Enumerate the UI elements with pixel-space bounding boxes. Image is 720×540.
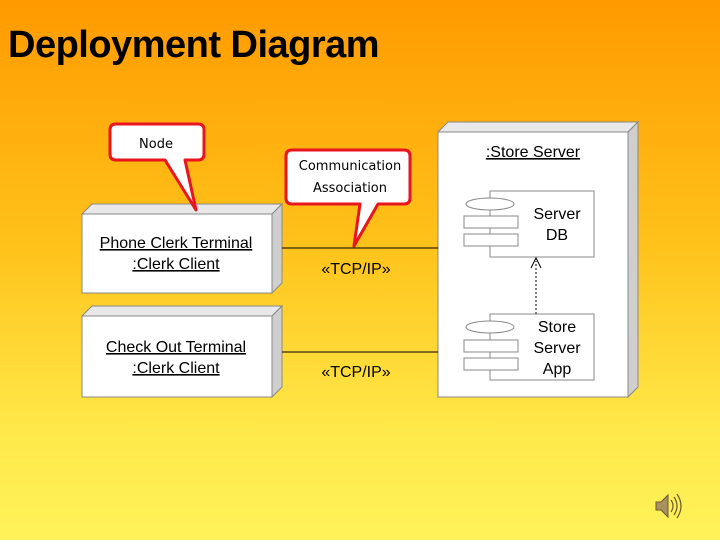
node-phone-clerk-terminal: Phone Clerk Terminal :Clerk Client [80, 202, 284, 295]
checkout-terminal-type: :Clerk Client [132, 360, 220, 377]
server-db-line2: DB [546, 227, 568, 244]
server-db-line1: Server [533, 206, 581, 223]
store-server-name: :Store Server [486, 144, 581, 161]
component-store-server-app: Store Server App [463, 313, 595, 381]
callout-communication-line2: Association [313, 181, 387, 196]
node-check-out-terminal: Check Out Terminal :Clerk Client [80, 304, 284, 399]
callout-node: Node [108, 122, 206, 212]
server-app-line3: App [543, 361, 572, 378]
checkout-terminal-name: Check Out Terminal [106, 339, 246, 356]
slide-title: Deployment Diagram [8, 24, 380, 66]
server-app-line2: Server [533, 340, 581, 357]
component-server-db: Server DB [463, 190, 595, 258]
dependency-arrow [530, 256, 542, 314]
phone-terminal-name: Phone Clerk Terminal [100, 235, 253, 252]
protocol-label-bottom: «TCP/IP» [321, 364, 390, 381]
callout-communication-association: Communication Association [284, 148, 412, 248]
phone-terminal-type: :Clerk Client [132, 256, 220, 273]
callout-node-text: Node [139, 137, 173, 152]
speaker-icon[interactable] [655, 493, 682, 519]
protocol-label-top: «TCP/IP» [321, 261, 390, 278]
server-app-line1: Store [538, 319, 576, 336]
callout-communication-line1: Communication [299, 159, 401, 174]
